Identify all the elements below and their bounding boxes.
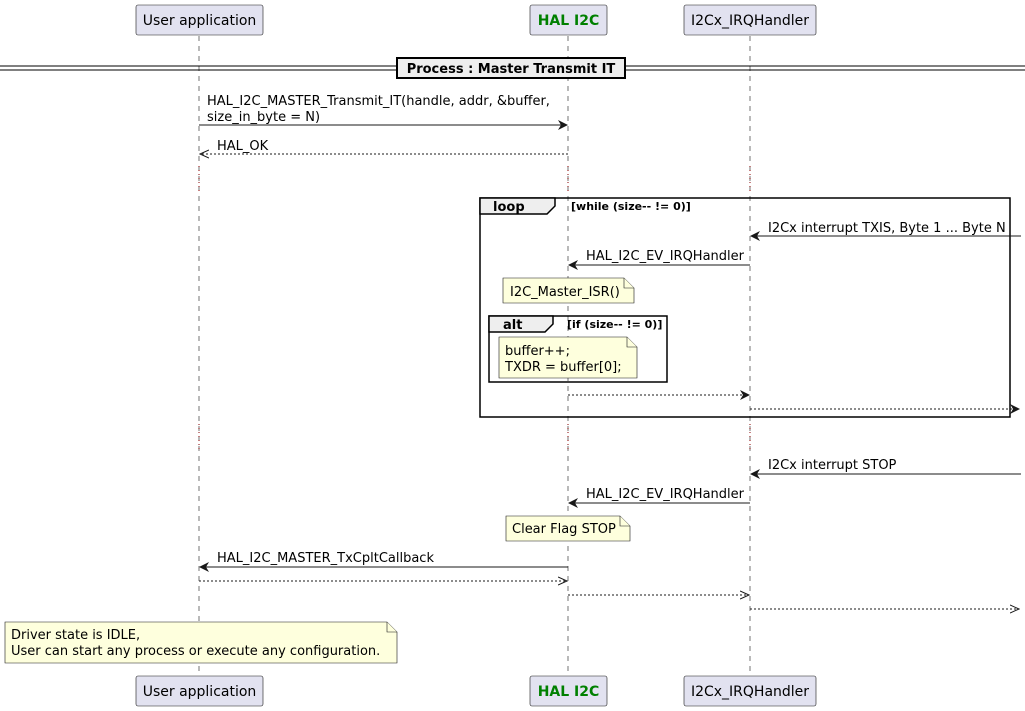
- participant-label: User application: [143, 684, 257, 700]
- process-divider: Process : Master Transmit IT: [0, 57, 1025, 79]
- delay-marker: [198, 424, 751, 450]
- note-text: I2C_Master_ISR(): [510, 285, 620, 300]
- participant-irq-handler-bottom: I2Cx_IRQHandler: [683, 675, 817, 707]
- participant-label: HAL I2C: [538, 13, 600, 29]
- divider-label: Process : Master Transmit IT: [407, 62, 616, 77]
- message-transmit-it: HAL_I2C_MASTER_Transmit_IT(handle, addr,…: [199, 94, 568, 130]
- loop-frame: loop [while (size-- != 0)]: [479, 197, 1011, 418]
- message-label: I2Cx interrupt TXIS, Byte 1 ... Byte N: [768, 221, 1006, 236]
- note-text-line2: TXDR = buffer[0];: [504, 360, 622, 375]
- message-tx-cplt-callback: HAL_I2C_MASTER_TxCpltCallback: [199, 551, 568, 572]
- message-label: HAL_I2C_EV_IRQHandler: [586, 487, 745, 502]
- loop-condition: [while (size-- != 0)]: [571, 200, 691, 213]
- note-buffer-increment: buffer++; TXDR = buffer[0];: [498, 336, 638, 379]
- note-driver-idle: Driver state is IDLE, User can start any…: [4, 621, 398, 664]
- note-text: Clear Flag STOP: [512, 522, 616, 537]
- note-text-line1: Driver state is IDLE,: [11, 628, 140, 643]
- message-txis-interrupt: I2Cx interrupt TXIS, Byte 1 ... Byte N: [750, 221, 1021, 241]
- participant-label: I2Cx_IRQHandler: [691, 13, 809, 29]
- message-label: HAL_I2C_EV_IRQHandler: [586, 249, 745, 264]
- note-clear-flag-stop: Clear Flag STOP: [505, 515, 631, 542]
- message-hal-ok: HAL_OK: [200, 139, 568, 154]
- participant-user-application-bottom: User application: [135, 675, 264, 707]
- participant-label: I2Cx_IRQHandler: [691, 684, 809, 700]
- message-stop-interrupt: I2Cx interrupt STOP: [750, 458, 1021, 479]
- participant-hal-i2c-top: HAL I2C: [529, 4, 608, 36]
- alt-keyword: alt: [503, 318, 522, 333]
- alt-frame: alt [if (size-- != 0)]: [488, 315, 668, 383]
- loop-keyword: loop: [493, 200, 525, 215]
- participant-label: User application: [143, 13, 257, 29]
- note-master-isr: I2C_Master_ISR(): [502, 277, 635, 304]
- alt-condition: [if (size-- != 0)]: [567, 318, 662, 331]
- message-label: I2Cx interrupt STOP: [768, 458, 897, 473]
- message-ev-irq-handler-1: HAL_I2C_EV_IRQHandler: [568, 249, 750, 270]
- message-label: HAL_I2C_MASTER_TxCpltCallback: [217, 551, 434, 566]
- message-label: HAL_OK: [217, 139, 269, 154]
- note-text-line2: User can start any process or execute an…: [11, 644, 380, 659]
- participant-hal-i2c-bottom: HAL I2C: [529, 675, 608, 707]
- participant-label: HAL I2C: [538, 684, 600, 700]
- note-text-line1: buffer++;: [505, 344, 570, 359]
- message-label-line2: size_in_byte = N): [207, 110, 320, 125]
- message-ev-irq-handler-2: HAL_I2C_EV_IRQHandler: [568, 487, 750, 508]
- message-label-line1: HAL_I2C_MASTER_Transmit_IT(handle, addr,…: [207, 94, 550, 109]
- participant-user-application-top: User application: [135, 4, 264, 36]
- participant-irq-handler-top: I2Cx_IRQHandler: [683, 4, 817, 36]
- delay-marker: [198, 166, 751, 194]
